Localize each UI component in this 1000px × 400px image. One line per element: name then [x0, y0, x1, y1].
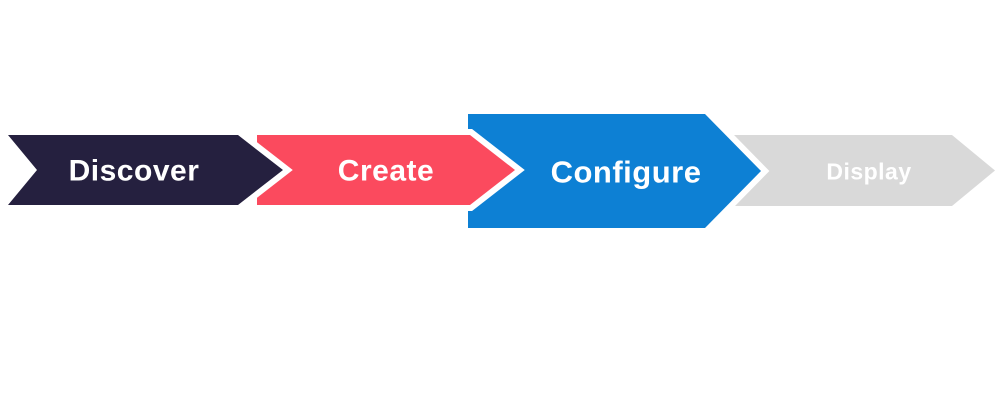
step-label-create: Create — [338, 155, 434, 188]
step-label-display: Display — [826, 159, 911, 185]
step-label-discover: Discover — [69, 155, 200, 188]
step-chevron-discover[interactable] — [0, 129, 293, 211]
step-label-configure: Configure — [551, 155, 702, 190]
